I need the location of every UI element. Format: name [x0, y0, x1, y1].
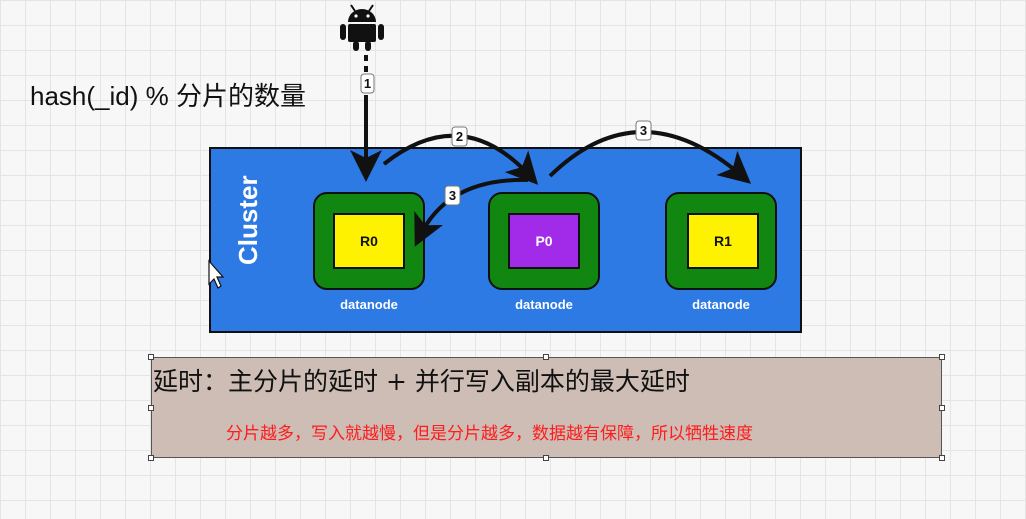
latency-formula-text: 延时：主分片的延时 + 并行写入副本的最大延时	[153, 367, 690, 396]
routing-formula: hash(_id) % 分片的数量	[30, 81, 306, 111]
step-label-2: 2	[456, 129, 463, 144]
tradeoff-note-text: 分片越多，写入就越慢，但是分片越多，数据越有保障，所以牺牲速度	[226, 424, 753, 443]
resize-handle[interactable]	[939, 455, 945, 461]
cluster-label: Cluster	[233, 175, 263, 265]
datanode-label: datanode	[692, 297, 750, 312]
shard-p0: P0	[508, 213, 580, 269]
resize-handle[interactable]	[148, 405, 154, 411]
resize-handle[interactable]	[939, 354, 945, 360]
shard-r1: R1	[687, 213, 759, 269]
resize-handle[interactable]	[148, 455, 154, 461]
resize-handle[interactable]	[939, 405, 945, 411]
resize-handle[interactable]	[543, 354, 549, 360]
resize-handle[interactable]	[148, 354, 154, 360]
android-icon	[340, 4, 384, 51]
step-label-1: 1	[364, 76, 371, 91]
step-label-3a: 3	[640, 123, 647, 138]
shard-r0: R0	[333, 213, 405, 269]
resize-handle[interactable]	[543, 455, 549, 461]
datanode-label: datanode	[340, 297, 398, 312]
datanode-label: datanode	[515, 297, 573, 312]
